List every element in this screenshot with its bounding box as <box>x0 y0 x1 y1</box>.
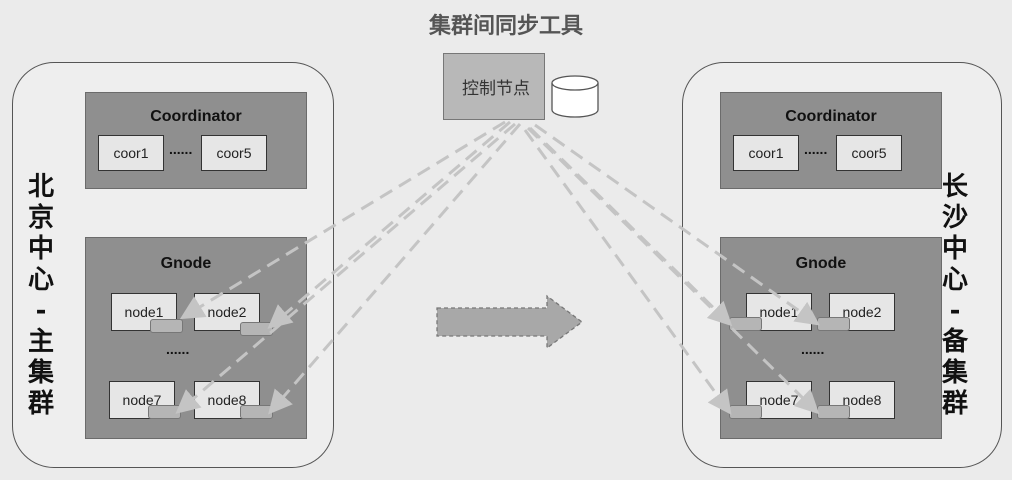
gnode-title: Gnode <box>160 255 212 272</box>
cluster-label-char: 中 <box>941 234 968 264</box>
gnode-title: Gnode <box>795 255 847 272</box>
node2-box: node2 <box>829 293 895 331</box>
cluster-label-char: 心 <box>27 265 54 295</box>
cluster-label-char: 主 <box>27 327 54 357</box>
cluster-label-char: 长 <box>941 172 968 202</box>
sync-line-left-node2 <box>267 120 511 329</box>
cluster-label-char: 群 <box>27 389 54 419</box>
sync-direction-arrow <box>436 294 584 350</box>
control-node: 控制节点 <box>443 53 545 120</box>
database-icon <box>551 75 599 118</box>
coor1-box: coor1 <box>733 135 799 171</box>
cluster-label-char: 集 <box>941 358 968 388</box>
cluster-label-char: 京 <box>27 203 54 233</box>
node1-port <box>150 319 183 333</box>
ellipsis: ...... <box>166 341 190 357</box>
sync-line-right-node2 <box>534 123 820 326</box>
diagram-title: 集群间同步工具 <box>428 14 583 39</box>
cluster-label-char: 沙 <box>941 203 968 233</box>
coordinator-title: Coordinator <box>150 108 242 125</box>
sync-line-left-node8 <box>268 123 522 415</box>
sync-line-right-node7 <box>523 129 732 415</box>
right-cluster-label: 长沙中心-备集群 <box>940 172 970 420</box>
coor5-box: coor5 <box>201 135 267 171</box>
cluster-label-char: 集 <box>27 358 54 388</box>
sync-line-right-node1 <box>528 126 733 327</box>
sync-line-left-node1 <box>179 120 506 320</box>
cluster-label-char: 北 <box>27 172 54 202</box>
cluster-label-char: 心 <box>941 265 968 295</box>
cluster-label-char: - <box>949 296 961 326</box>
coor5-box: coor5 <box>836 135 902 171</box>
cluster-label-char: 备 <box>941 327 968 357</box>
ellipsis: ...... <box>169 141 193 157</box>
control-node-label: 控制节点 <box>462 79 530 99</box>
sync-line-right-node8 <box>526 126 820 415</box>
node7-box: node7 <box>109 381 175 419</box>
left-cluster-label: 北京中心-主集群 <box>26 172 56 420</box>
left-coordinator-panel: Coordinator coor1 ...... coor5 <box>85 92 307 189</box>
ellipsis: ...... <box>801 341 825 357</box>
cluster-label-char: - <box>35 296 47 326</box>
sync-line-left-node7 <box>175 122 516 414</box>
cluster-label-char: 中 <box>27 234 54 264</box>
node2-port <box>240 322 273 336</box>
coordinator-title: Coordinator <box>785 108 877 125</box>
cluster-label-char: 群 <box>941 389 968 419</box>
ellipsis: ...... <box>804 141 828 157</box>
right-coordinator-panel: Coordinator coor1 ...... coor5 <box>720 92 942 189</box>
coor1-box: coor1 <box>98 135 164 171</box>
